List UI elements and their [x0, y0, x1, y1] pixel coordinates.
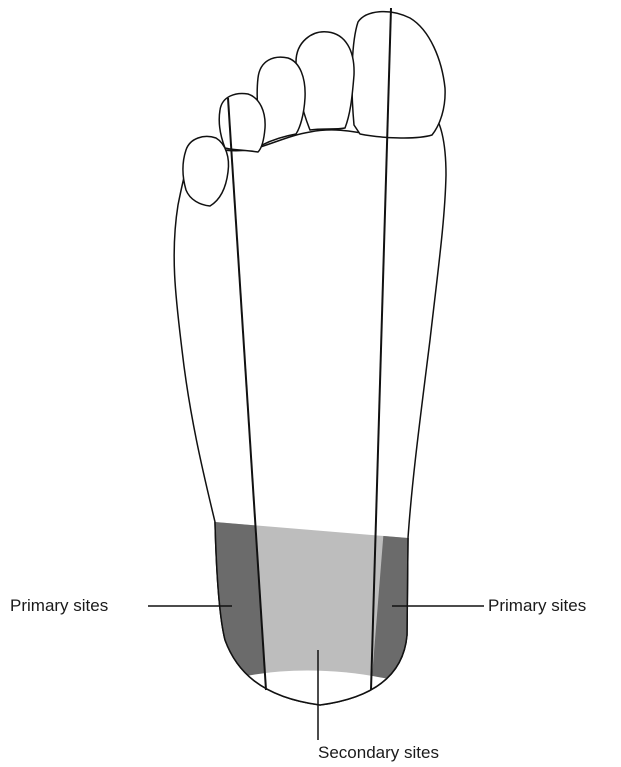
primary-sites-label-right: Primary sites: [488, 597, 586, 614]
toe-fourth: [219, 94, 265, 152]
secondary-sites-label: Secondary sites: [318, 744, 439, 761]
primary-sites-label-left: Primary sites: [10, 597, 108, 614]
heel-tip-white: [200, 671, 430, 716]
toe-big: [352, 12, 445, 138]
